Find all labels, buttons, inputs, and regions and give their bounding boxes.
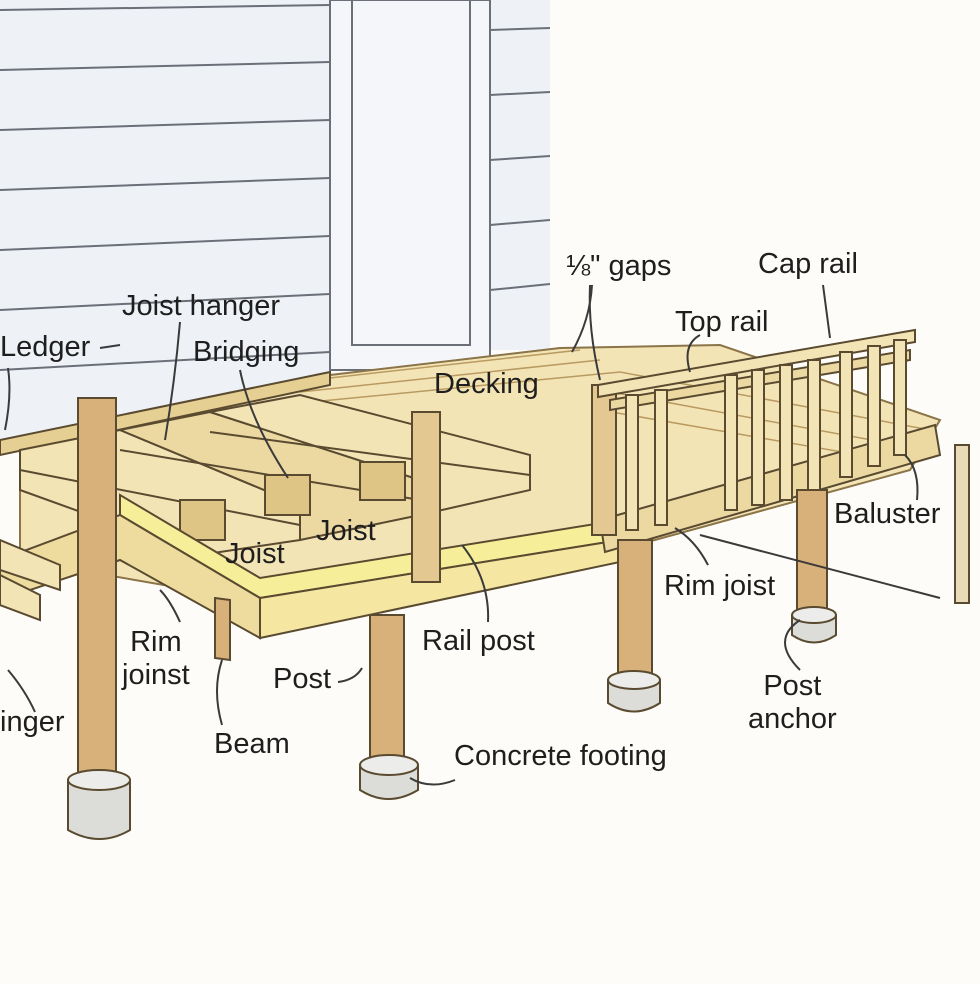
label-rim-joist-left: Rim joinst — [122, 626, 190, 692]
label-top-rail: Top rail — [675, 306, 769, 338]
label-stringer-partial: inger — [0, 706, 65, 738]
label-joist-left: Joist — [225, 538, 285, 570]
label-bridging: Bridging — [193, 336, 300, 368]
beam — [214, 596, 231, 662]
rail-posts — [411, 384, 617, 583]
label-gaps: ⅛" gaps — [566, 250, 672, 282]
house-siding — [0, 0, 551, 440]
railing — [597, 328, 916, 531]
label-beam: Beam — [214, 728, 290, 760]
label-ledger: Ledger — [0, 331, 91, 363]
stairs — [0, 538, 61, 622]
label-baluster: Baluster — [834, 498, 941, 530]
label-post-anchor: Post anchor — [748, 670, 837, 736]
label-joist-hanger: Joist hanger — [122, 290, 280, 322]
label-rim-joist-right: Rim joist — [664, 570, 776, 602]
rim-joist-left-side — [0, 513, 261, 640]
right-edge-post — [954, 444, 970, 604]
label-cap-rail: Cap rail — [758, 248, 858, 280]
label-rail-post: Rail post — [422, 625, 535, 657]
label-post: Post — [273, 663, 332, 695]
house-door — [329, 0, 491, 371]
leader-lines — [4, 284, 941, 786]
rim-joist-right — [598, 423, 942, 554]
posts — [77, 397, 828, 779]
bridging-blocks — [179, 461, 406, 541]
concrete-footings — [67, 606, 837, 840]
label-concrete-footing: Concrete footing — [454, 740, 667, 772]
label-decking: Decking — [434, 368, 539, 400]
label-joist-center: Joist — [316, 515, 376, 547]
